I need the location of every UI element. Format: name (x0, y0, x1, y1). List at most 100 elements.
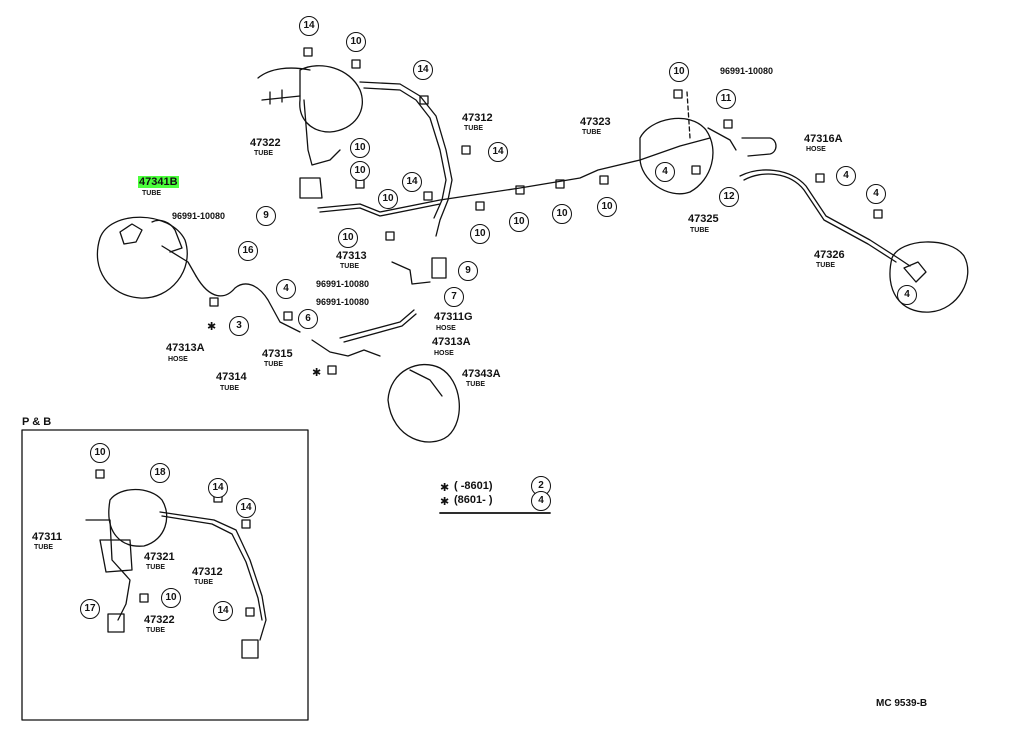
callout-10[interactable]: 10 (350, 161, 370, 181)
part-47323-type: TUBE (582, 129, 602, 136)
part-47326-label[interactable]: 47326 (814, 249, 845, 261)
callout-9[interactable]: 9 (458, 261, 478, 281)
pb-inset-title: P & B (22, 416, 52, 428)
hose-47313A-left-line (161, 245, 197, 277)
callout-14[interactable]: 14 (413, 60, 433, 80)
right-rear-brake-drum (889, 241, 969, 313)
inset-callout-14[interactable]: 14 (208, 478, 228, 498)
tube-47341B-line (151, 219, 183, 253)
part-47311G-label[interactable]: 47311G (434, 311, 473, 323)
callout-10[interactable]: 10 (338, 228, 358, 248)
star-mark: ✱ (312, 366, 322, 379)
part-47314-type: TUBE (220, 385, 240, 392)
pb-part-47321-type: TUBE (146, 564, 166, 571)
part-47341B-type: TUBE (142, 190, 162, 197)
callout-14[interactable]: 14 (402, 172, 422, 192)
callout-10[interactable]: 10 (350, 138, 370, 158)
part-47341B-highlight: 47341B (138, 176, 179, 188)
pb-part-47312-label[interactable]: 47312 (192, 566, 223, 578)
callout-14[interactable]: 14 (299, 16, 319, 36)
callout-6[interactable]: 6 (298, 309, 318, 329)
part-47322-type: TUBE (254, 150, 274, 157)
callout-10[interactable]: 10 (597, 197, 617, 217)
part-47313A-right-type: HOSE (434, 350, 454, 357)
callout-10[interactable]: 10 (470, 224, 490, 244)
inset-callout-17[interactable]: 17 (80, 599, 100, 619)
ref-96991-10080-middle-a[interactable]: 96991-10080 (316, 279, 370, 289)
callout-4[interactable]: 4 (866, 184, 886, 204)
callout-10[interactable]: 10 (552, 204, 572, 224)
part-47313A-left-label[interactable]: 47313A (166, 342, 205, 354)
pb-part-47311-label[interactable]: 47311 (32, 531, 62, 543)
legend-line-2: (8601- ) (454, 494, 493, 506)
callout-7[interactable]: 7 (444, 287, 464, 307)
legend-star-1: ✱ (440, 481, 450, 494)
tube-47313-line (391, 261, 431, 285)
ref-96991-10080-middle-b[interactable]: 96991-10080 (316, 297, 370, 307)
callout-4[interactable]: 4 (897, 285, 917, 305)
inset-callout-14[interactable]: 14 (213, 601, 233, 621)
pb-part-47311-type: TUBE (34, 544, 54, 551)
part-47325-label[interactable]: 47325 (688, 213, 719, 225)
inset-callout-14[interactable]: 14 (236, 498, 256, 518)
part-47313-type: TUBE (340, 263, 360, 270)
part-47313-label[interactable]: 47313 (336, 250, 367, 262)
master-cylinder (299, 65, 363, 133)
right-rear-lower-drum (387, 363, 460, 443)
pb-part-47312-type: TUBE (194, 579, 214, 586)
part-47311G-type: HOSE (436, 325, 456, 332)
callout-16[interactable]: 16 (238, 241, 258, 261)
legend-callout-4[interactable]: 4 (531, 491, 551, 511)
part-47315-type: TUBE (264, 361, 284, 368)
part-47313A-left-type: HOSE (168, 356, 188, 363)
part-47316A-label[interactable]: 47316A (804, 133, 843, 145)
callout-10[interactable]: 10 (509, 212, 529, 232)
callout-3[interactable]: 3 (229, 316, 249, 336)
part-47313A-right-label[interactable]: 47313A (432, 336, 471, 348)
callout-11[interactable]: 11 (716, 89, 736, 109)
pb-part-47322-label[interactable]: 47322 (144, 614, 175, 626)
star-mark: ✱ (207, 320, 217, 333)
pb-part-47321-label[interactable]: 47321 (144, 551, 175, 563)
tube-47326-line (739, 169, 911, 267)
ref-96991-10080-left[interactable]: 96991-10080 (172, 211, 226, 221)
tube-47322-line (303, 99, 341, 166)
tube-47315-line (311, 339, 381, 357)
callout-4[interactable]: 4 (655, 162, 675, 182)
inset-callout-10[interactable]: 10 (161, 588, 181, 608)
legend-star-2: ✱ (440, 495, 450, 508)
callout-4[interactable]: 4 (836, 166, 856, 186)
callout-14[interactable]: 14 (488, 142, 508, 162)
hose-47311G-line (339, 309, 415, 339)
part-47323-label[interactable]: 47323 (580, 116, 611, 128)
right-front-brake-drum (639, 117, 714, 195)
part-47315-label[interactable]: 47315 (262, 348, 293, 360)
callout-10[interactable]: 10 (378, 189, 398, 209)
part-47343A-label[interactable]: 47343A (462, 368, 501, 380)
part-47326-type: TUBE (816, 262, 836, 269)
inset-callout-18[interactable]: 18 (150, 463, 170, 483)
left-front-brake-drum (96, 216, 188, 299)
part-47314-label[interactable]: 47314 (216, 371, 247, 383)
part-47322-label[interactable]: 47322 (250, 137, 281, 149)
callout-10[interactable]: 10 (346, 32, 366, 52)
ref-96991-10080-right[interactable]: 96991-10080 (720, 66, 774, 76)
part-47343A-type: TUBE (466, 381, 486, 388)
pb-inset-frame (21, 429, 309, 721)
legend-line-1: ( -8601) (454, 480, 493, 492)
part-47316A-type: HOSE (806, 146, 826, 153)
part-47341B-label[interactable]: 47341B (138, 176, 179, 188)
part-47312-type: TUBE (464, 125, 484, 132)
callout-4[interactable]: 4 (276, 279, 296, 299)
tube-47314-line (195, 275, 301, 333)
callout-10[interactable]: 10 (669, 62, 689, 82)
pb-part-47322-type: TUBE (146, 627, 166, 634)
callout-9[interactable]: 9 (256, 206, 276, 226)
part-47325-type: TUBE (690, 227, 710, 234)
part-47312-label[interactable]: 47312 (462, 112, 493, 124)
inset-callout-10[interactable]: 10 (90, 443, 110, 463)
callout-12[interactable]: 12 (719, 187, 739, 207)
diagram-code: MC 9539-B (876, 698, 928, 709)
